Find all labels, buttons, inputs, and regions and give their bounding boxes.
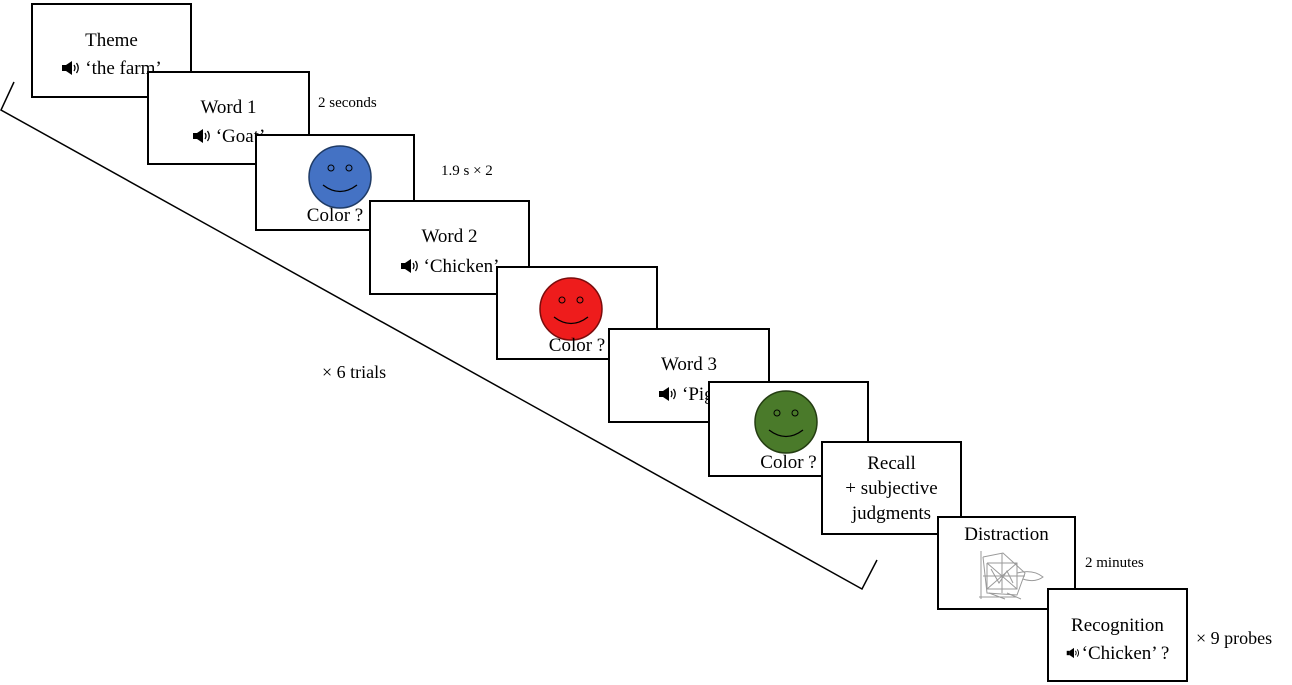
recognition-audio: ‘Chicken’ ? — [1081, 643, 1170, 664]
speaker-icon — [62, 61, 80, 75]
recall-line1: Recall — [867, 453, 916, 474]
color1-label: Color ? — [306, 205, 364, 226]
color2-label: Color ? — [548, 335, 606, 356]
smiley-face-icon — [539, 277, 603, 341]
line-drawing-figure-icon — [979, 551, 1044, 600]
color3-card: Color ? — [708, 381, 869, 477]
theme-title: Theme — [85, 30, 138, 51]
face-fill — [754, 390, 818, 454]
speaker-icon — [659, 387, 676, 401]
theme-audio: ‘the farm’ — [85, 58, 162, 79]
trials-label: × 6 trials — [322, 362, 387, 382]
word-duration-label: 2 seconds — [318, 95, 377, 111]
speaker-icon — [192, 129, 210, 143]
color-duration-label: 1.9 s × 2 — [441, 163, 493, 179]
face-fill — [539, 277, 603, 341]
word1-audio: ‘Goat’ — [215, 126, 266, 147]
speaker-icon — [1066, 647, 1079, 659]
distraction-duration-label: 2 minutes — [1085, 555, 1144, 571]
word2-audio: ‘Chicken’ — [423, 256, 500, 277]
smiley-face-icon — [308, 145, 372, 209]
recall-card: Recall + subjective judgments — [821, 441, 962, 535]
smiley-face-icon — [754, 390, 818, 454]
recognition-card: Recognition ‘Chicken’ ? — [1047, 588, 1188, 682]
word2-title: Word 2 — [421, 226, 478, 247]
word1-title: Word 1 — [200, 97, 257, 118]
distraction-title: Distraction — [964, 524, 1049, 545]
speaker-icon — [400, 259, 418, 273]
color3-label: Color ? — [760, 452, 817, 473]
probes-label: × 9 probes — [1196, 628, 1273, 648]
recall-line3: judgments — [851, 503, 932, 524]
word3-title: Word 3 — [661, 354, 717, 375]
recall-line2: + subjective — [845, 478, 938, 499]
face-fill — [308, 145, 372, 209]
recognition-title: Recognition — [1071, 615, 1164, 636]
